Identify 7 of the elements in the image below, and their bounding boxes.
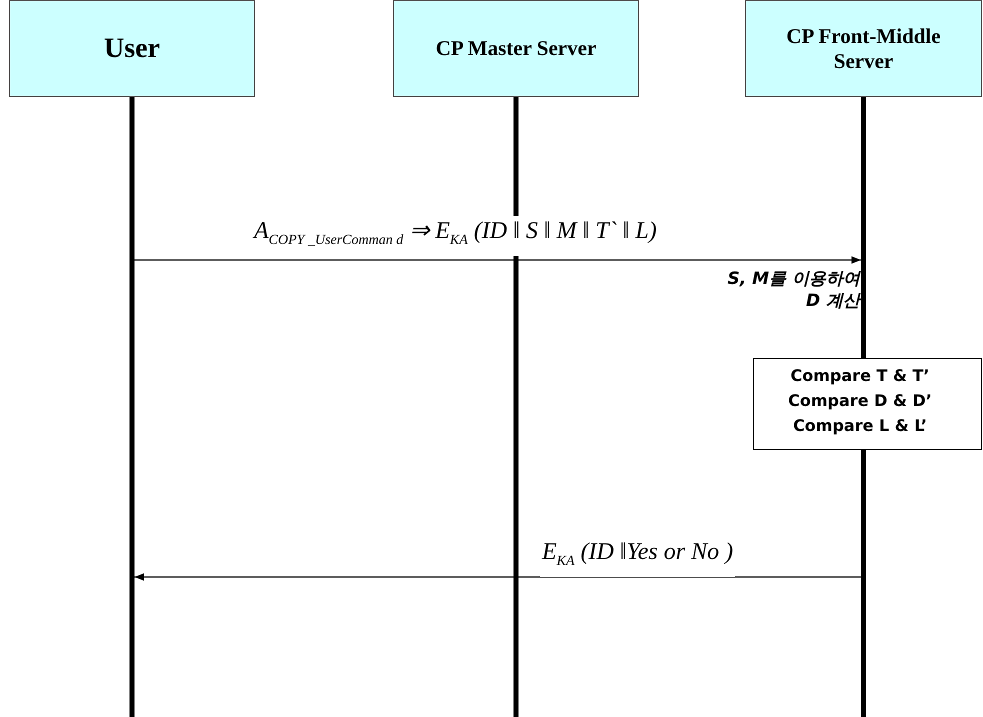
message-label: A$_{COPY _UserComman d}$ ⇒ E$_{KA}$ (ID ‖ S ‖ M ‖ T` ‖ L) xyxy=(252,216,659,256)
message-arrow xyxy=(134,573,861,581)
message-arrow xyxy=(134,256,861,264)
participant-box: User xyxy=(9,0,255,97)
participant-box: CP Front-Middle Server xyxy=(745,0,982,97)
note: S, M를 이용하여 D 계산 xyxy=(726,268,860,312)
participant-box: CP Master Server xyxy=(393,0,639,97)
